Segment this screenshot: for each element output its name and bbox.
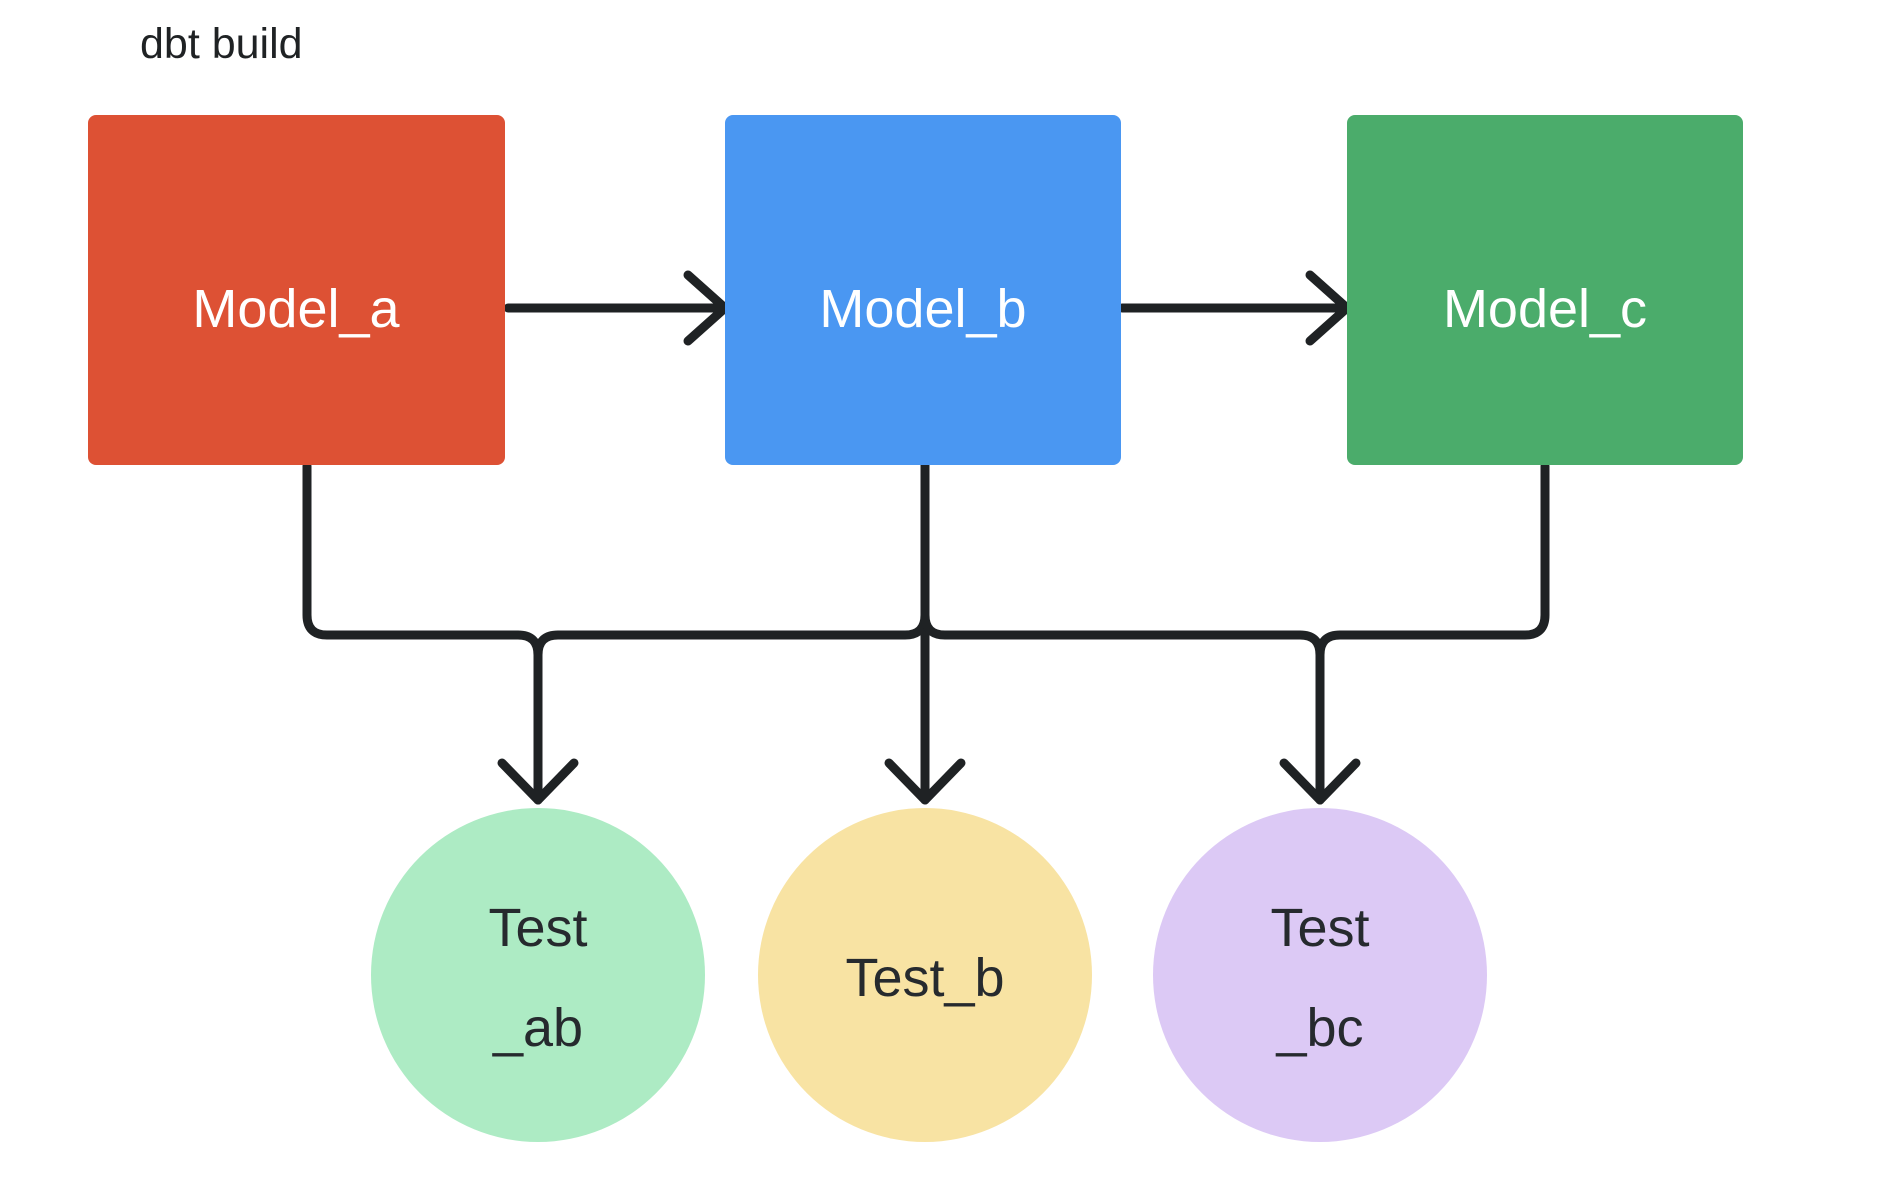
edge-model-c-to-test-bc: [1315, 461, 1550, 805]
node-test-b[interactable]: Test_b: [758, 808, 1092, 1142]
node-model-c-shape[interactable]: [1347, 115, 1743, 465]
edge-model-a-to-test-ab: [302, 461, 543, 805]
node-test-ab-shape[interactable]: [371, 808, 705, 1142]
node-test-b-shape[interactable]: [758, 808, 1092, 1142]
node-test-ab-label-line1: Test: [488, 898, 587, 958]
node-test-bc-shape[interactable]: [1153, 808, 1487, 1142]
node-model-a-label: Model_a: [192, 279, 400, 339]
node-test-bc[interactable]: Test _bc: [1153, 808, 1487, 1142]
edge-model-b-to-model-c: [1117, 270, 1352, 346]
node-model-b-label: Model_b: [819, 279, 1026, 339]
arrowhead-into-test-ab: [497, 758, 579, 805]
node-model-c-label: Model_c: [1443, 279, 1647, 339]
test-node-layer: Test _ab Test_b Test _bc: [371, 808, 1487, 1142]
edge-model-b-to-test-bc: [920, 461, 1325, 805]
node-model-b-shape[interactable]: [725, 115, 1121, 465]
node-test-ab[interactable]: Test _ab: [371, 808, 705, 1142]
edge-layer: [302, 270, 1550, 805]
arrowhead-into-test-bc: [1279, 758, 1361, 805]
node-model-b[interactable]: Model_b: [725, 115, 1121, 465]
arrowhead-into-test-b: [884, 758, 966, 805]
node-test-ab-label-line2: _ab: [492, 998, 583, 1058]
node-test-bc-label-line1: Test: [1270, 898, 1369, 958]
node-test-b-label-line1: Test_b: [845, 948, 1004, 1008]
diagram-title: dbt build: [140, 20, 303, 68]
node-model-a[interactable]: Model_a: [88, 115, 505, 465]
edge-model-b-to-test-ab: [533, 461, 930, 805]
node-model-c[interactable]: Model_c: [1347, 115, 1743, 465]
edge-model-a-to-model-b: [503, 270, 730, 346]
node-model-a-shape[interactable]: [88, 115, 505, 465]
model-node-layer: Model_a Model_b Model_c: [88, 115, 1743, 465]
node-test-bc-label-line2: _bc: [1275, 998, 1363, 1058]
